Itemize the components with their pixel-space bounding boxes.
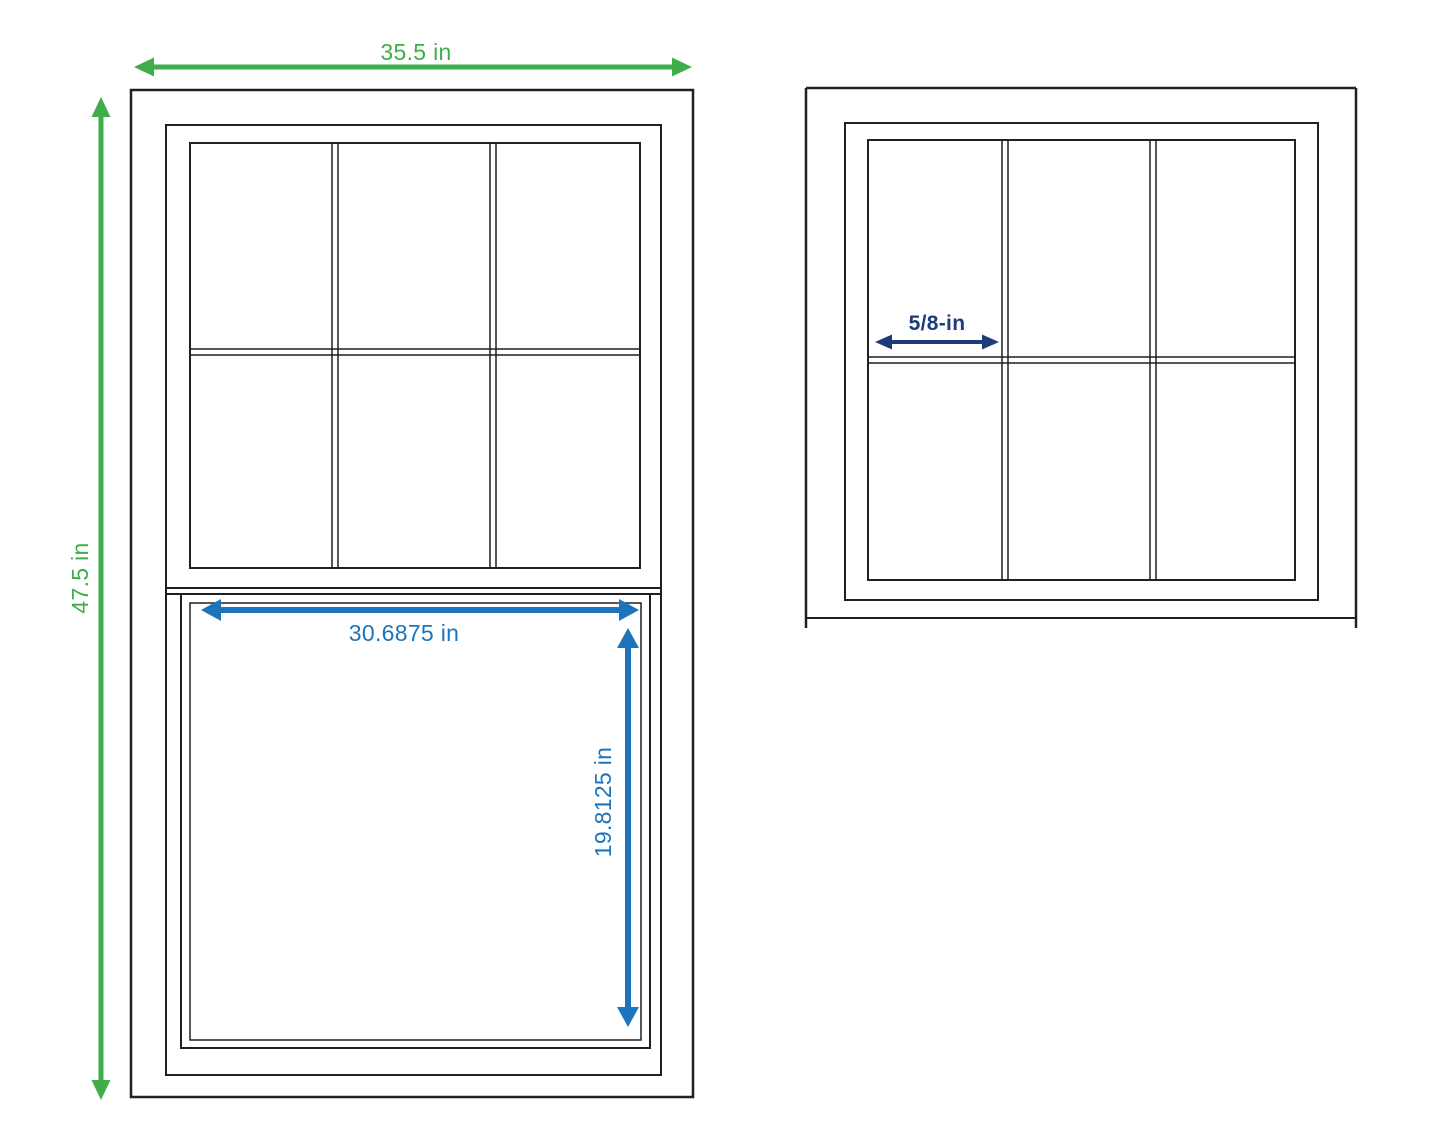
muntin-width-arrowhead-left: [875, 334, 892, 350]
dimension-overall-width: 35.5 in: [134, 39, 692, 77]
dimension-muntin-width: 5/8-in: [875, 312, 999, 350]
glass-width-arrowhead-left: [201, 599, 221, 621]
left-window: [129, 88, 695, 1099]
glass-width-label: 30.6875 in: [349, 620, 459, 646]
right-window-glass: [867, 139, 1296, 581]
muntin-width-arrowhead-right: [982, 334, 999, 350]
overall-height-arrowhead-bottom: [91, 1080, 111, 1100]
dimension-glass-width: 30.6875 in: [201, 599, 639, 646]
dimension-overall-height: 47.5 in: [67, 97, 111, 1100]
overall-height-arrowhead-top: [91, 97, 111, 117]
muntin-width-label: 5/8-in: [909, 312, 966, 335]
left-window-outer-frame: [129, 88, 695, 1099]
lower-sash-glass: [189, 602, 642, 1041]
right-window-inner-frame: [844, 122, 1319, 601]
overall-height-label: 47.5 in: [67, 542, 93, 613]
glass-height-arrowhead-top: [617, 628, 639, 648]
overall-width-label: 35.5 in: [380, 39, 451, 65]
glass-height-label: 19.8125 in: [590, 747, 616, 857]
lower-sash-frame: [180, 593, 651, 1049]
overall-width-arrowhead-right: [672, 57, 692, 77]
right-window: [804, 86, 1358, 628]
left-window-inner-frame: [165, 124, 662, 1076]
glass-height-arrowhead-bottom: [617, 1007, 639, 1027]
overall-width-arrowhead-left: [134, 57, 154, 77]
dimension-glass-height: 19.8125 in: [590, 628, 639, 1027]
glass-width-arrowhead-right: [619, 599, 639, 621]
